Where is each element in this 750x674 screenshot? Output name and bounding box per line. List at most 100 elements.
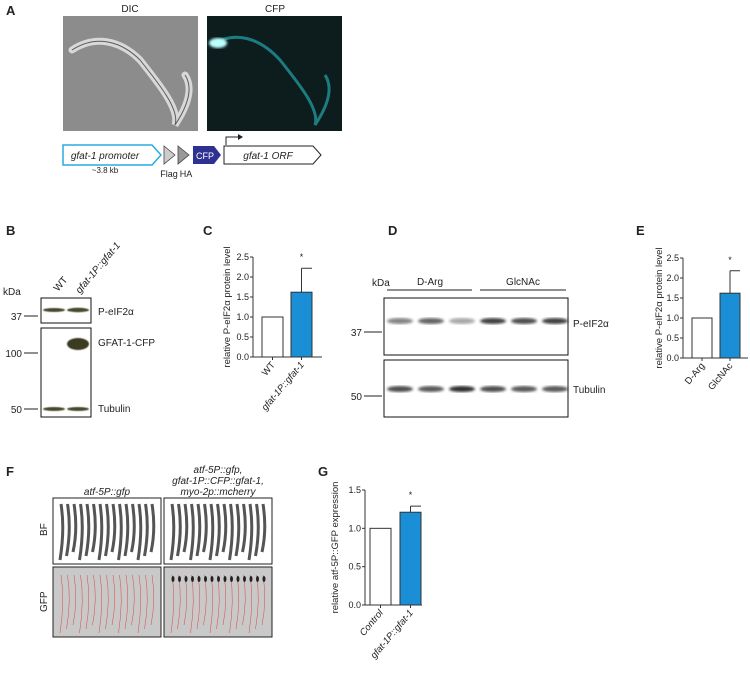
blot-band [43, 308, 65, 312]
y-tick-label: 1.0 [236, 312, 249, 322]
bar [290, 291, 313, 358]
error-bar [410, 505, 421, 513]
y-tick-label: 1.0 [348, 523, 361, 533]
band-label-d-peif2a: P-eIF2α [573, 319, 609, 330]
blot-d-tubulin [383, 359, 569, 418]
y-tick-label: 2.0 [236, 272, 249, 282]
bar [691, 317, 713, 359]
column-title-line2: gfat-1P::CFP::gfat-1, [172, 476, 264, 487]
orf-box [223, 145, 322, 165]
y-tick-label: 1.0 [666, 313, 679, 323]
band-label-d-tubulin: Tubulin [573, 385, 605, 396]
column-title-line1: atf-5P::gfp, [194, 465, 243, 476]
blot-band [67, 407, 89, 411]
blot-band [511, 318, 537, 324]
x-tick-label: D-Arg [683, 361, 707, 387]
blot-band [387, 386, 413, 392]
ha-label: HA [180, 169, 193, 179]
blot-band [67, 307, 89, 313]
y-tick-label: 2.0 [666, 273, 679, 283]
blot-band [449, 318, 475, 324]
promoter-box [62, 144, 163, 166]
y-tick-label: 1.5 [666, 293, 679, 303]
bar [719, 292, 741, 359]
band-label-peif2a: P-eIF2α [98, 307, 134, 318]
y-tick-label: 0.5 [236, 332, 249, 342]
kda-label-d: kDa [372, 278, 390, 289]
band-label-gfat: GFAT-1-CFP [98, 338, 155, 349]
y-tick-label: 0.5 [666, 333, 679, 343]
y-axis-label: relative P-eIF2α protein level [222, 246, 233, 367]
construct-diagram: gfat-1 promoter ~3.8 kb Flag HA CFP gfat… [62, 134, 322, 179]
y-tick-label: 0.0 [666, 353, 679, 363]
column-title-control: atf-5P::gfp [84, 487, 131, 498]
y-tick-label: 0.0 [236, 352, 249, 362]
row-label-bf: BF [39, 523, 50, 536]
panel-label-g: G [318, 464, 328, 479]
kda-label-b: kDa [3, 287, 21, 298]
bf-image [52, 497, 162, 565]
significance-marker: * [728, 255, 732, 265]
marker-37: 37 [11, 312, 23, 323]
orf-label: gfat-1 ORF [243, 151, 293, 162]
lane-gfat: gfat-1P::gfat-1 [74, 240, 123, 296]
bar [399, 511, 422, 606]
blot-band [67, 338, 89, 350]
lane-wt: WT [52, 275, 70, 294]
panel-label-f: F [6, 464, 14, 479]
cfp-label: CFP [196, 151, 214, 161]
blot-band [449, 386, 475, 392]
y-tick-label: 0.0 [348, 600, 361, 610]
error-bar [729, 270, 740, 294]
panel-label-b: B [6, 223, 15, 238]
blot-band [418, 318, 444, 324]
tss-arrow-icon [238, 134, 243, 140]
marker-50: 50 [11, 405, 23, 416]
group-glcnac: GlcNAc [506, 277, 540, 288]
bf-image [163, 497, 273, 565]
dic-title: DIC [121, 4, 138, 15]
flag-label: Flag [160, 169, 178, 179]
y-tick-label: 2.5 [236, 252, 249, 262]
y-axis-label: relative P-eIF2α protein level [654, 247, 665, 368]
significance-marker: * [300, 252, 304, 262]
y-tick-label: 0.5 [348, 562, 361, 572]
row-label-gfp: GFP [39, 591, 50, 612]
ha-tag [177, 145, 190, 165]
band-label-tubulin: Tubulin [98, 404, 130, 415]
gfp-image [52, 566, 162, 638]
promoter-size: ~3.8 kb [92, 166, 119, 175]
column-title-line3: myo-2p::mcherry [180, 487, 256, 498]
bar [261, 316, 284, 358]
y-tick-label: 1.5 [348, 485, 361, 495]
significance-marker: * [409, 490, 413, 500]
gfp-image [163, 566, 273, 638]
panel-label-e: E [636, 223, 645, 238]
blot-d-peif2a [383, 297, 569, 356]
blot-band [511, 386, 537, 392]
marker-d-50: 50 [351, 392, 363, 403]
x-tick-label: GlcNAc [706, 361, 735, 393]
marker-d-37: 37 [351, 328, 363, 339]
panel-label-a: A [6, 3, 16, 18]
cfp-title: CFP [265, 4, 285, 15]
promoter-label: gfat-1 promoter [71, 151, 140, 162]
flag-tag [163, 145, 176, 165]
dic-image [63, 16, 198, 131]
blot-band [418, 386, 444, 392]
y-tick-label: 1.5 [236, 292, 249, 302]
blot-band [43, 407, 65, 411]
y-axis-label: relative atf-5P::GFP expression [330, 482, 341, 614]
error-bar [301, 267, 312, 293]
blot-band [387, 318, 413, 324]
group-darg: D-Arg [417, 277, 443, 288]
blot-band [480, 318, 506, 324]
panel-label-c: C [203, 223, 213, 238]
x-tick-label: WT [260, 360, 278, 379]
blot-band [542, 318, 568, 324]
bar [369, 527, 392, 606]
